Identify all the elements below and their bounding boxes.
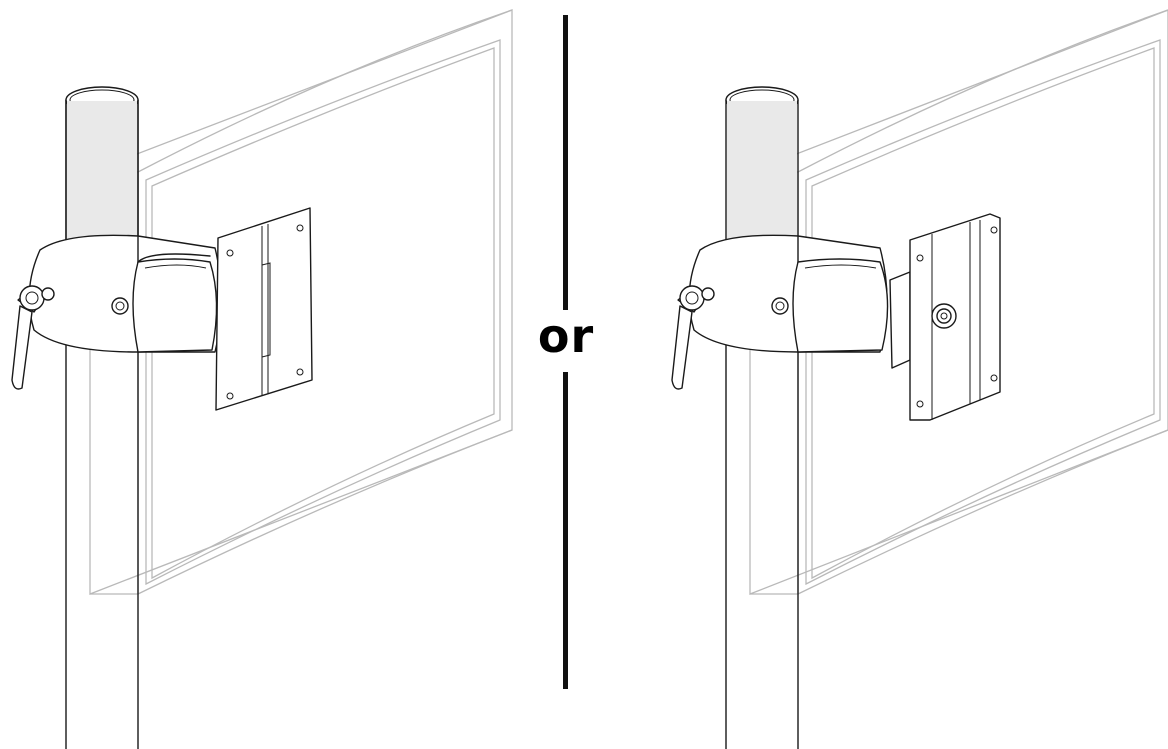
mount-bracket-right bbox=[889, 213, 1001, 421]
lever-handle-right bbox=[671, 285, 715, 390]
divider-line-top bbox=[563, 15, 568, 310]
vesa-plate-mount-icon bbox=[11, 9, 513, 749]
clamp-arm-right bbox=[688, 234, 889, 353]
vesa-plate-left bbox=[215, 207, 313, 411]
divider-line-bottom bbox=[563, 372, 568, 689]
lever-handle-left bbox=[11, 285, 55, 390]
pole-left bbox=[65, 86, 139, 749]
or-separator-label: or bbox=[537, 309, 595, 363]
clamp-arm-left bbox=[28, 234, 223, 353]
pole-right bbox=[725, 86, 799, 749]
